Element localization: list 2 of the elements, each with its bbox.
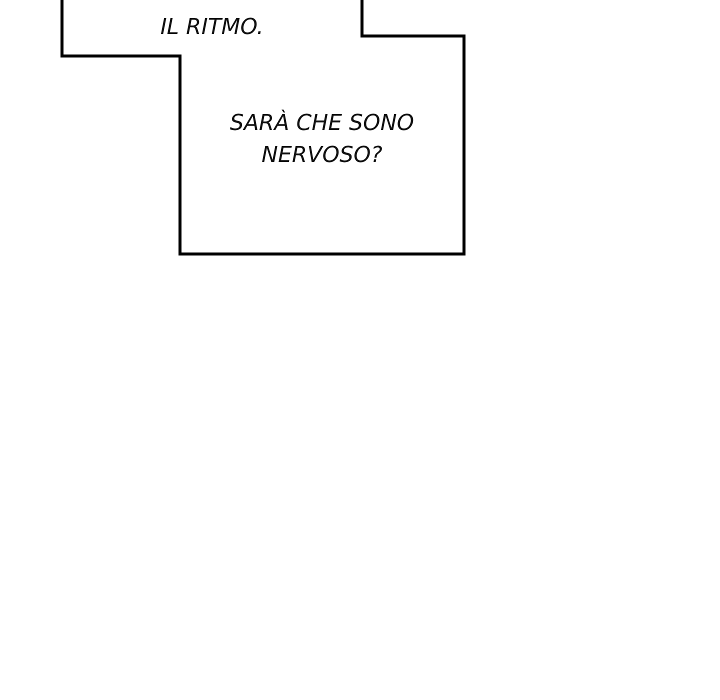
caption-text: SARÀ CHE SONO NERVOSO? — [228, 108, 416, 170]
caption-text: IL RITMO. — [159, 14, 265, 42]
